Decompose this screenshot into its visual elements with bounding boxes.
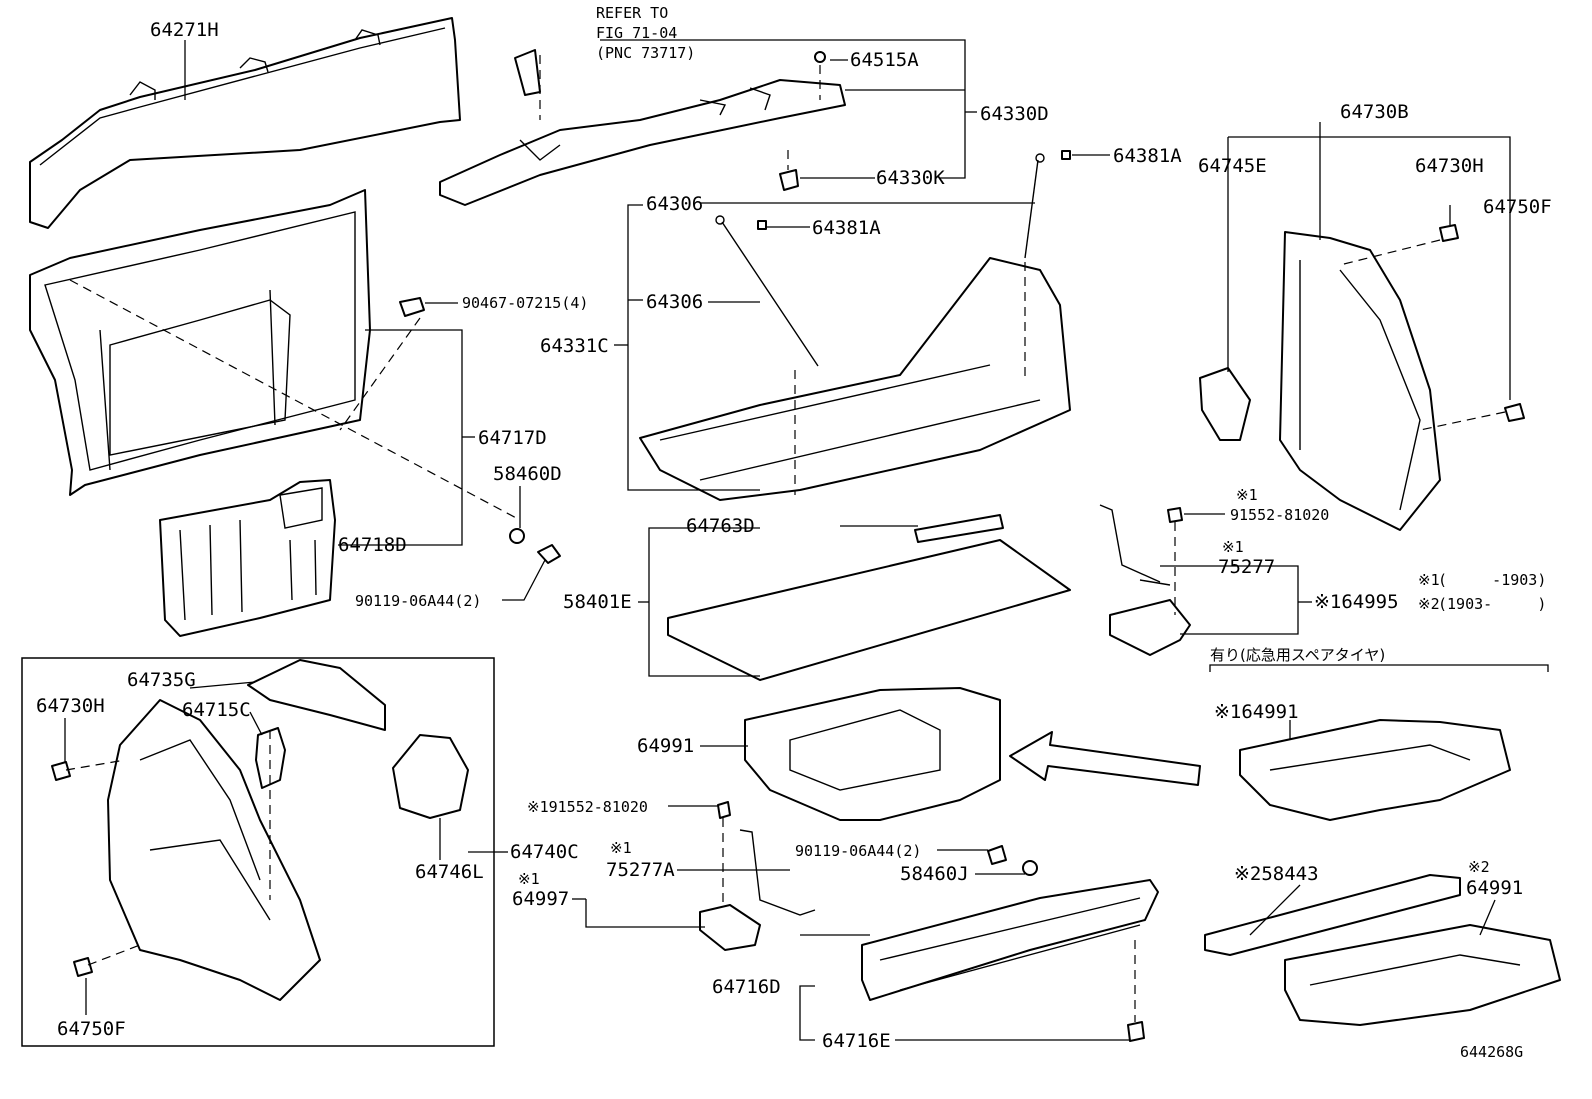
label-64271H: 64271H: [150, 19, 219, 41]
part-90467-clip: [399, 297, 425, 317]
part-64730B-side-trim: [1279, 231, 1441, 531]
part-58443-strip: [1204, 874, 1461, 956]
mark-75277A: ※1: [610, 839, 632, 857]
label-64745E: 64745E: [1198, 155, 1267, 177]
part-64991-spare-tray: [1239, 719, 1511, 821]
label-90119-right: 90119-06A44(2): [795, 842, 921, 860]
mark-64991-bottom: ※2: [1468, 858, 1490, 876]
part-labels: 64271H REFER TO FIG 71-04 (PNC 73717) 64…: [36, 4, 1552, 1061]
label-64730B: 64730B: [1340, 101, 1409, 123]
part-58401E-board: [667, 514, 1071, 681]
refer-line-1: REFER TO: [596, 4, 668, 22]
label-64997: 64997: [512, 888, 569, 910]
part-64730H-right-clip: [1439, 224, 1459, 242]
legend-note1-mark: ※1: [1418, 571, 1440, 589]
part-64330K-clip: [779, 169, 799, 191]
part-64730H-left-clip: [51, 761, 71, 781]
label-58443: ※258443: [1234, 863, 1319, 885]
legend-note1-text: ( -1903): [1438, 571, 1546, 589]
label-64381A-mid: 64381A: [812, 217, 881, 239]
part-64750F-left-clip: [73, 957, 93, 977]
label-64381A-top: 64381A: [1113, 145, 1182, 167]
label-64740C: 64740C: [510, 841, 579, 863]
part-64740C-quarter-trim: [107, 699, 321, 1001]
label-75277A: 75277A: [606, 859, 675, 881]
part-90119-bolt-right: [987, 845, 1007, 865]
part-64995-bracket: [1099, 504, 1191, 656]
label-64750F-left: 64750F: [57, 1018, 126, 1040]
label-64750F-right: 64750F: [1483, 196, 1552, 218]
part-64331C-shelf: [639, 257, 1071, 501]
part-64745E-grille: [1199, 367, 1251, 441]
label-91552-right: 91552-81020: [1230, 506, 1329, 524]
part-64746L-grille: [392, 734, 469, 819]
spare-tire-header: 有り(応急用スペアタイヤ): [1210, 646, 1385, 664]
label-64330D: 64330D: [980, 103, 1049, 125]
mark-64997: ※1: [518, 870, 540, 888]
label-75277: 75277: [1218, 556, 1275, 578]
part-64750F-right-clip: [1504, 403, 1525, 422]
mark-91552-right: ※1: [1236, 486, 1258, 504]
part-64735G-cover: [247, 659, 386, 731]
part-64717D-frame: [29, 189, 371, 496]
part-64716E-clip: [1127, 1021, 1145, 1042]
label-64730H-left: 64730H: [36, 695, 105, 717]
part-64715C-cap: [255, 727, 286, 789]
part-64306-rod-b: [1024, 153, 1045, 259]
part-64330D-trim: [439, 49, 846, 206]
leader-lines: [64, 39, 1549, 1041]
label-90467: 90467-07215(4): [462, 294, 588, 312]
part-64997-bracket: [699, 801, 816, 951]
label-64718D: 64718D: [338, 534, 407, 556]
part-64991-tray: [744, 687, 1001, 821]
label-91552-left: ※191552-81020: [527, 798, 648, 816]
dashed-guides: [65, 55, 1506, 1022]
label-64746L: 64746L: [415, 861, 484, 883]
label-64331C: 64331C: [540, 335, 609, 357]
part-64991-bottom-tray: [1284, 924, 1561, 1026]
label-64715C: 64715C: [182, 699, 251, 721]
legend-note2-text: (1903- ): [1438, 595, 1546, 613]
diagram-id: 644268G: [1460, 1043, 1523, 1061]
part-64271H-panel: [29, 17, 461, 229]
label-58460D: 58460D: [493, 463, 562, 485]
label-64306-top: 64306: [646, 193, 703, 215]
label-64306-mid: 64306: [646, 291, 703, 313]
part-64306-rod-a: [715, 215, 819, 367]
mark-75277: ※1: [1222, 538, 1244, 556]
refer-line-2: FIG 71-04: [596, 24, 677, 42]
part-64716D-sill-plate: [861, 879, 1159, 1001]
label-64991-spare: ※164991: [1214, 701, 1299, 723]
label-64730H-right: 64730H: [1415, 155, 1484, 177]
label-90119-left: 90119-06A44(2): [355, 592, 481, 610]
legend-note2-mark: ※2: [1418, 595, 1440, 613]
label-64735G: 64735G: [127, 669, 196, 691]
label-64330K: 64330K: [876, 167, 945, 189]
label-64515A: 64515A: [850, 49, 919, 71]
label-64991-bottom: 64991: [1466, 877, 1523, 899]
part-58460D-nut: [509, 528, 561, 564]
refer-line-3: (PNC 73717): [596, 44, 695, 62]
part-64381A-caps: [757, 150, 1071, 230]
label-58460J: 58460J: [900, 863, 969, 885]
label-64991-main: 64991: [637, 735, 694, 757]
label-64763D: 64763D: [686, 515, 755, 537]
part-58460J-nut: [1022, 860, 1038, 876]
label-64717D: 64717D: [478, 427, 547, 449]
part-64718D-mat: [159, 479, 336, 637]
label-64716E: 64716E: [822, 1030, 891, 1052]
label-64716D: 64716D: [712, 976, 781, 998]
label-58401E: 58401E: [563, 591, 632, 613]
label-64995: ※164995: [1314, 591, 1399, 613]
direction-arrow: [1009, 731, 1201, 786]
part-64515A-clip: [814, 51, 826, 63]
